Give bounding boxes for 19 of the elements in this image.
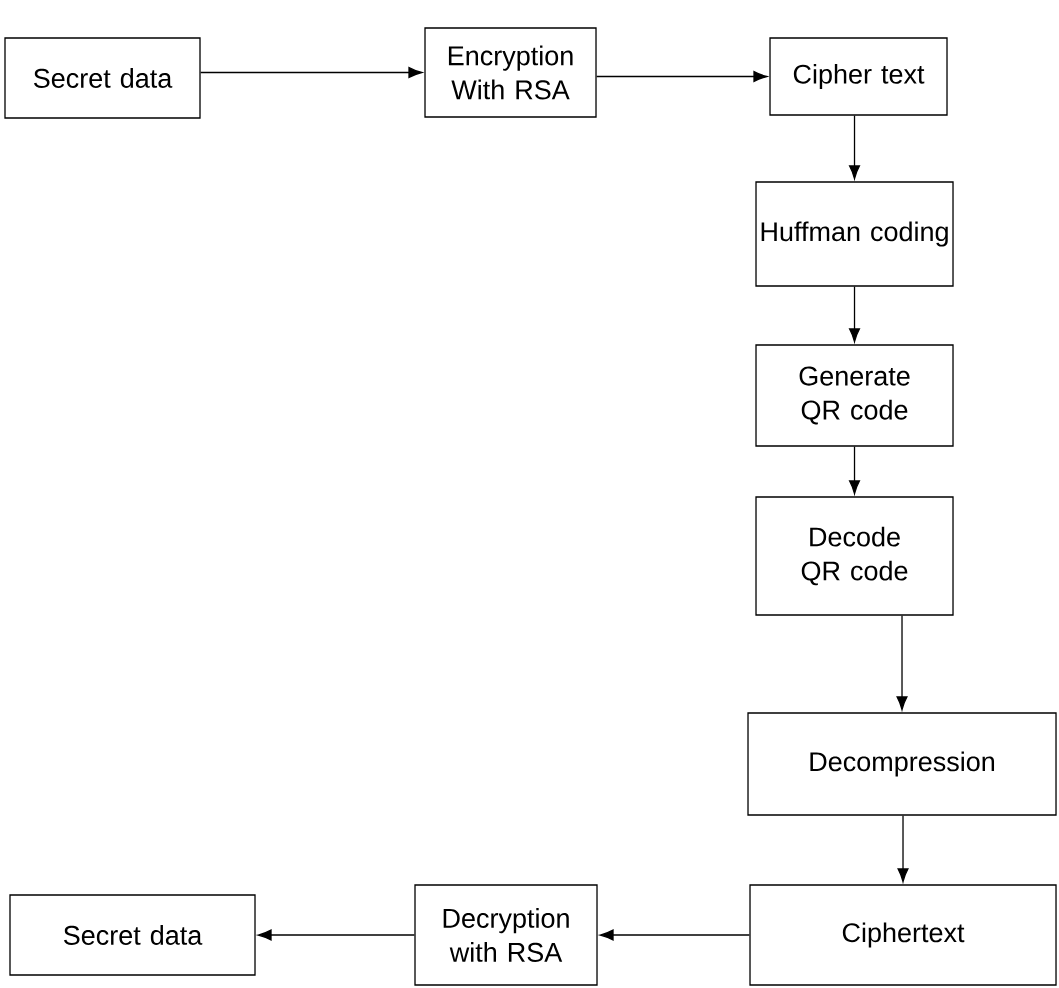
process-box: Huffman coding — [755, 181, 954, 287]
arrow — [596, 70, 768, 83]
process-box: Secret data — [9, 894, 256, 976]
process-box: Decode QR code — [755, 496, 954, 616]
process-box: Generate QR code — [755, 344, 954, 447]
arrow — [200, 67, 423, 79]
arrow — [896, 615, 908, 711]
arrow — [849, 446, 861, 495]
arrow — [849, 286, 861, 343]
process-box: Secret data — [4, 37, 201, 119]
process-box: Decryption with RSA — [414, 884, 598, 986]
process-box: Encryption With RSA — [424, 27, 597, 118]
arrow — [599, 929, 750, 941]
process-box: Ciphertext — [749, 884, 1057, 986]
process-box: Cipher text — [769, 37, 948, 116]
arrow — [257, 929, 415, 941]
arrow — [897, 815, 909, 883]
arrow — [849, 115, 861, 180]
process-box: Decompression — [747, 712, 1057, 816]
